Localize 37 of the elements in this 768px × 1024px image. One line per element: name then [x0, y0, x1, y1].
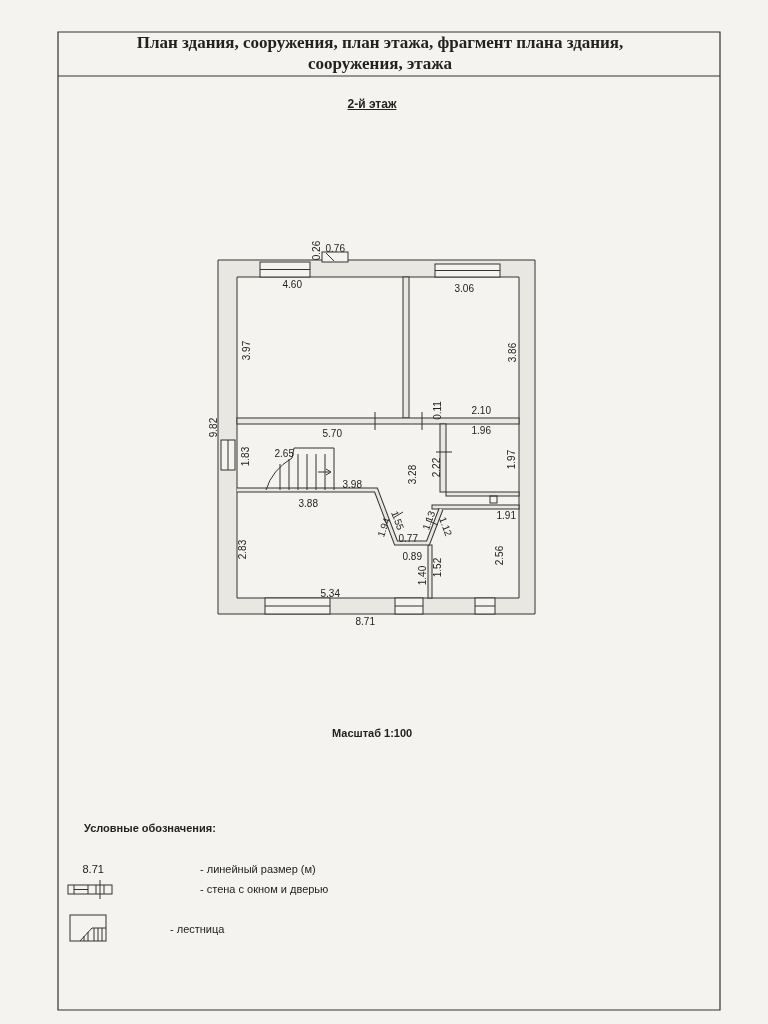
dimension-label: 3.28	[406, 464, 418, 484]
dimension-label: 0.26	[310, 240, 322, 260]
dimension-label: 3.86	[506, 342, 518, 362]
dimension-label: 8.71	[355, 615, 375, 627]
dimension-sample: 8.71	[82, 863, 104, 875]
dimension-label: 0.77	[398, 532, 418, 544]
dimension-label: 2.10	[471, 404, 491, 416]
dimension-label: 2.65	[274, 447, 294, 459]
scale-label: Масштаб 1:100	[332, 727, 413, 739]
dimension-label: 1.40	[416, 565, 428, 585]
dimension-label: 3.98	[342, 478, 362, 490]
dimension-label: 1.91	[496, 509, 516, 521]
dimension-label: 2.83	[236, 539, 248, 559]
dimension-label: 4.60	[282, 278, 302, 290]
floor-label: 2-й этаж	[347, 97, 397, 111]
dimension-label: 3.06	[454, 282, 474, 294]
legend-text: - линейный размер (м)	[200, 863, 316, 875]
dimension-label: 3.97	[240, 340, 252, 360]
dimension-label: 1.96	[471, 424, 491, 436]
legend-heading: Условные обозначения:	[84, 822, 216, 834]
dimension-label: 2.56	[493, 545, 505, 565]
dimension-label: 1.97	[505, 449, 517, 469]
dimension-label: 9.82	[207, 417, 219, 437]
legend-text: - лестница	[170, 923, 225, 935]
dimension-label: 0.89	[402, 550, 422, 562]
dimension-label: 0.76	[325, 242, 345, 254]
dimension-label: 1.13	[419, 508, 437, 532]
dimension-label: 2.22	[430, 457, 442, 477]
dimension-label: 0.11	[431, 400, 443, 420]
title: План здания, сооружения, план этажа, фрагмент плана здания, сооружения, этажа	[135, 32, 625, 74]
dimension-label: 1.83	[239, 446, 251, 466]
dimension-label: 5.70	[322, 427, 342, 439]
legend-text: - стена с окном и дверью	[200, 883, 329, 895]
dimension-label: 1.12	[436, 514, 454, 538]
dimension-label: 1.52	[431, 557, 443, 577]
dimension-label: 3.88	[298, 497, 318, 509]
dimension-label: 5.34	[320, 587, 340, 599]
